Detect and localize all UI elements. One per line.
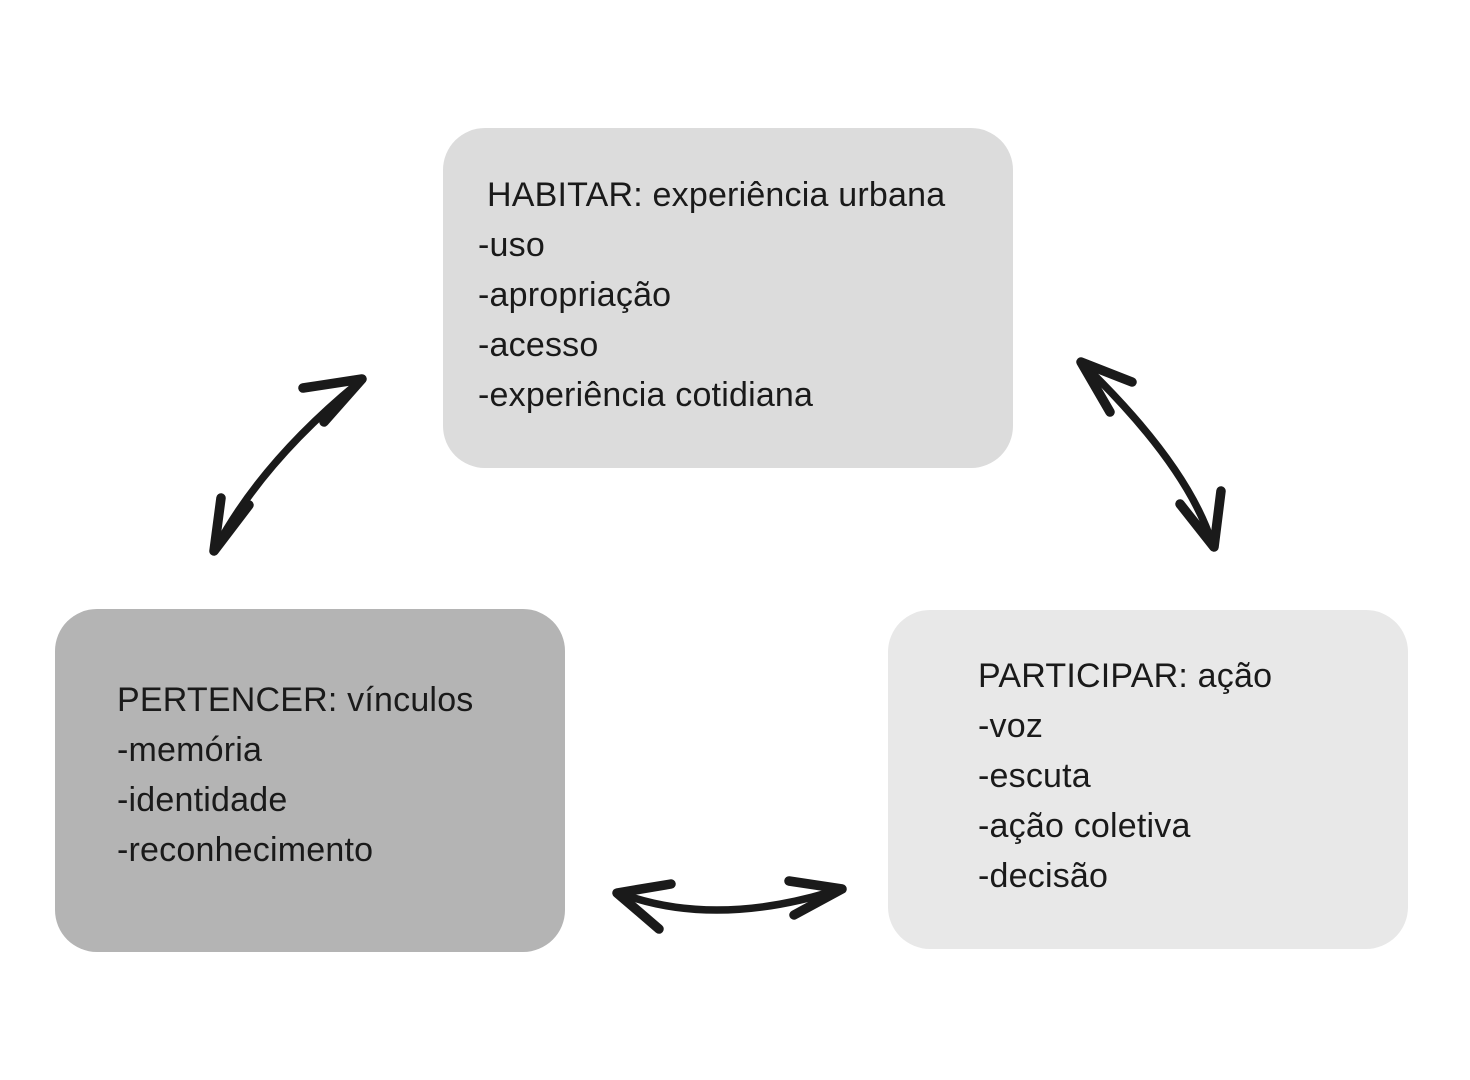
list-item: -ação coletiva bbox=[978, 807, 1191, 845]
list-item: -voz bbox=[978, 707, 1044, 745]
node-pertencer-title: PERTENCER: vínculos bbox=[117, 681, 474, 719]
node-pertencer-items: -memória -identidade -reconhecimento bbox=[117, 725, 535, 875]
list-item: -apropriação bbox=[478, 276, 672, 314]
node-habitar: HABITAR: experiência urbana -uso -apropr… bbox=[443, 128, 1013, 468]
list-item: -uso bbox=[478, 226, 545, 264]
list-item: -escuta bbox=[978, 757, 1091, 795]
list-item: -identidade bbox=[117, 781, 288, 819]
list-item: -reconhecimento bbox=[117, 831, 374, 869]
double-arrow-pertencer-habitar-icon bbox=[209, 374, 367, 556]
node-habitar-title: HABITAR: experiência urbana bbox=[487, 176, 946, 214]
node-participar: PARTICIPAR: ação -voz -escuta -ação cole… bbox=[888, 610, 1408, 949]
double-arrow-pertencer-participar-icon bbox=[612, 876, 847, 934]
node-participar-title: PARTICIPAR: ação bbox=[978, 657, 1273, 695]
node-habitar-items: -uso -apropriação -acesso -experiência c… bbox=[478, 220, 983, 420]
list-item: -memória bbox=[117, 731, 263, 769]
node-pertencer: PERTENCER: vínculos -memória -identidade… bbox=[55, 609, 565, 952]
node-participar-items: -voz -escuta -ação coletiva -decisão bbox=[978, 701, 1378, 901]
list-item: -decisão bbox=[978, 857, 1109, 895]
list-item: -experiência cotidiana bbox=[478, 376, 814, 414]
list-item: -acesso bbox=[478, 326, 599, 364]
double-arrow-habitar-participar-icon bbox=[1076, 357, 1226, 552]
